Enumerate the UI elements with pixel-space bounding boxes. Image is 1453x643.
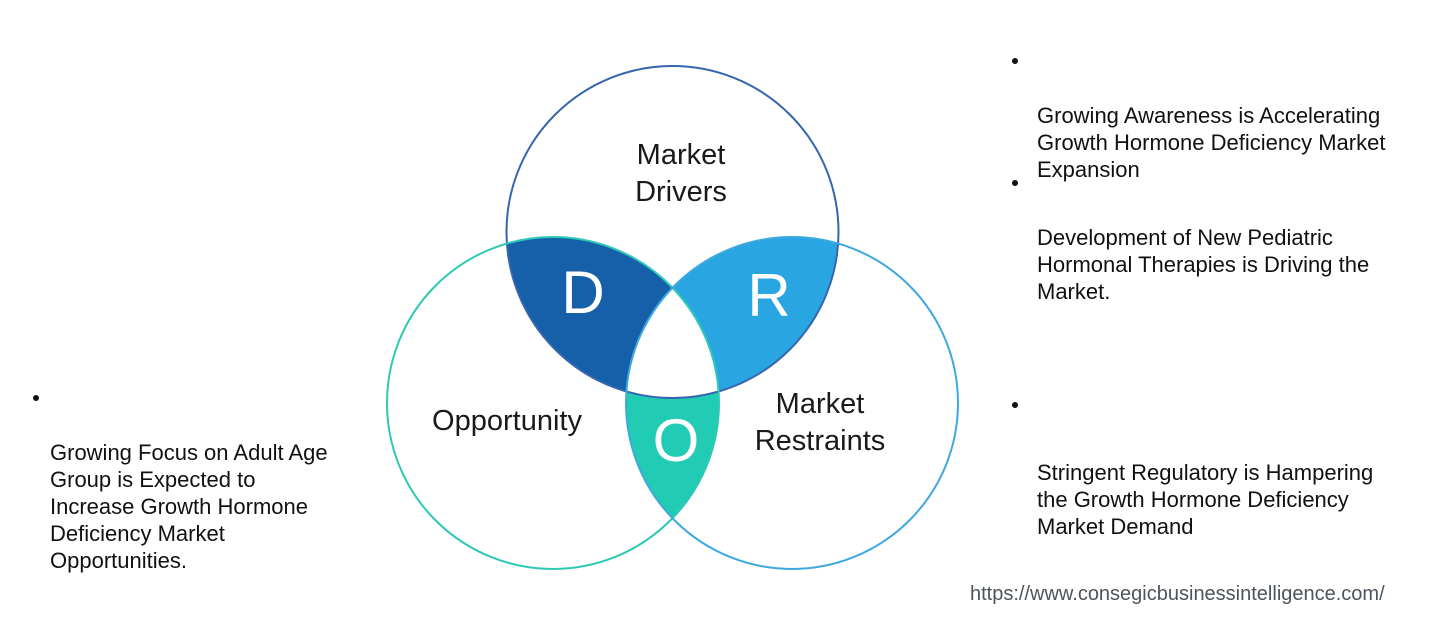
bullet-dot bbox=[1012, 180, 1018, 186]
venn-circle-restraints bbox=[625, 236, 959, 570]
bullet-driver-note-1: Growing Awareness is Accelerating Growth… bbox=[1012, 48, 1386, 210]
venn-intersection-r bbox=[626, 237, 839, 398]
bullet-dot bbox=[33, 395, 39, 401]
label-market-restraints: Market Restraints bbox=[754, 388, 886, 457]
venn-circle-drivers bbox=[505, 65, 840, 399]
bullet-dot bbox=[1012, 58, 1018, 64]
bullet-text: Growing Awareness is Accelerating Growth… bbox=[1037, 103, 1386, 182]
bullet-driver-note-2: Development of New Pediatric Hormonal Th… bbox=[1012, 170, 1370, 332]
bullet-restraint-note: Stringent Regulatory is Hampering the Gr… bbox=[1012, 402, 1374, 567]
label-market-drivers: Market Drivers bbox=[635, 139, 727, 208]
venn-circle-opportunity bbox=[386, 236, 720, 570]
venn-letter-o: O bbox=[652, 407, 700, 474]
bullet-text: Stringent Regulatory is Hampering the Gr… bbox=[1037, 460, 1374, 539]
venn-intersection-d bbox=[506, 237, 719, 398]
bullet-text: Development of New Pediatric Hormonal Th… bbox=[1037, 225, 1370, 304]
bullet-text: Growing Focus on Adult Age Group is Expe… bbox=[50, 440, 328, 573]
label-opportunity: Opportunity bbox=[432, 405, 582, 437]
bullet-opportunity-note: Growing Focus on Adult Age Group is Expe… bbox=[33, 385, 328, 601]
venn-letter-d: D bbox=[561, 259, 605, 326]
venn-letter-r: R bbox=[747, 262, 791, 329]
bullet-dot bbox=[1012, 402, 1018, 408]
source-url-link[interactable]: https://www.consegicbusinessintelligence… bbox=[970, 583, 1385, 605]
